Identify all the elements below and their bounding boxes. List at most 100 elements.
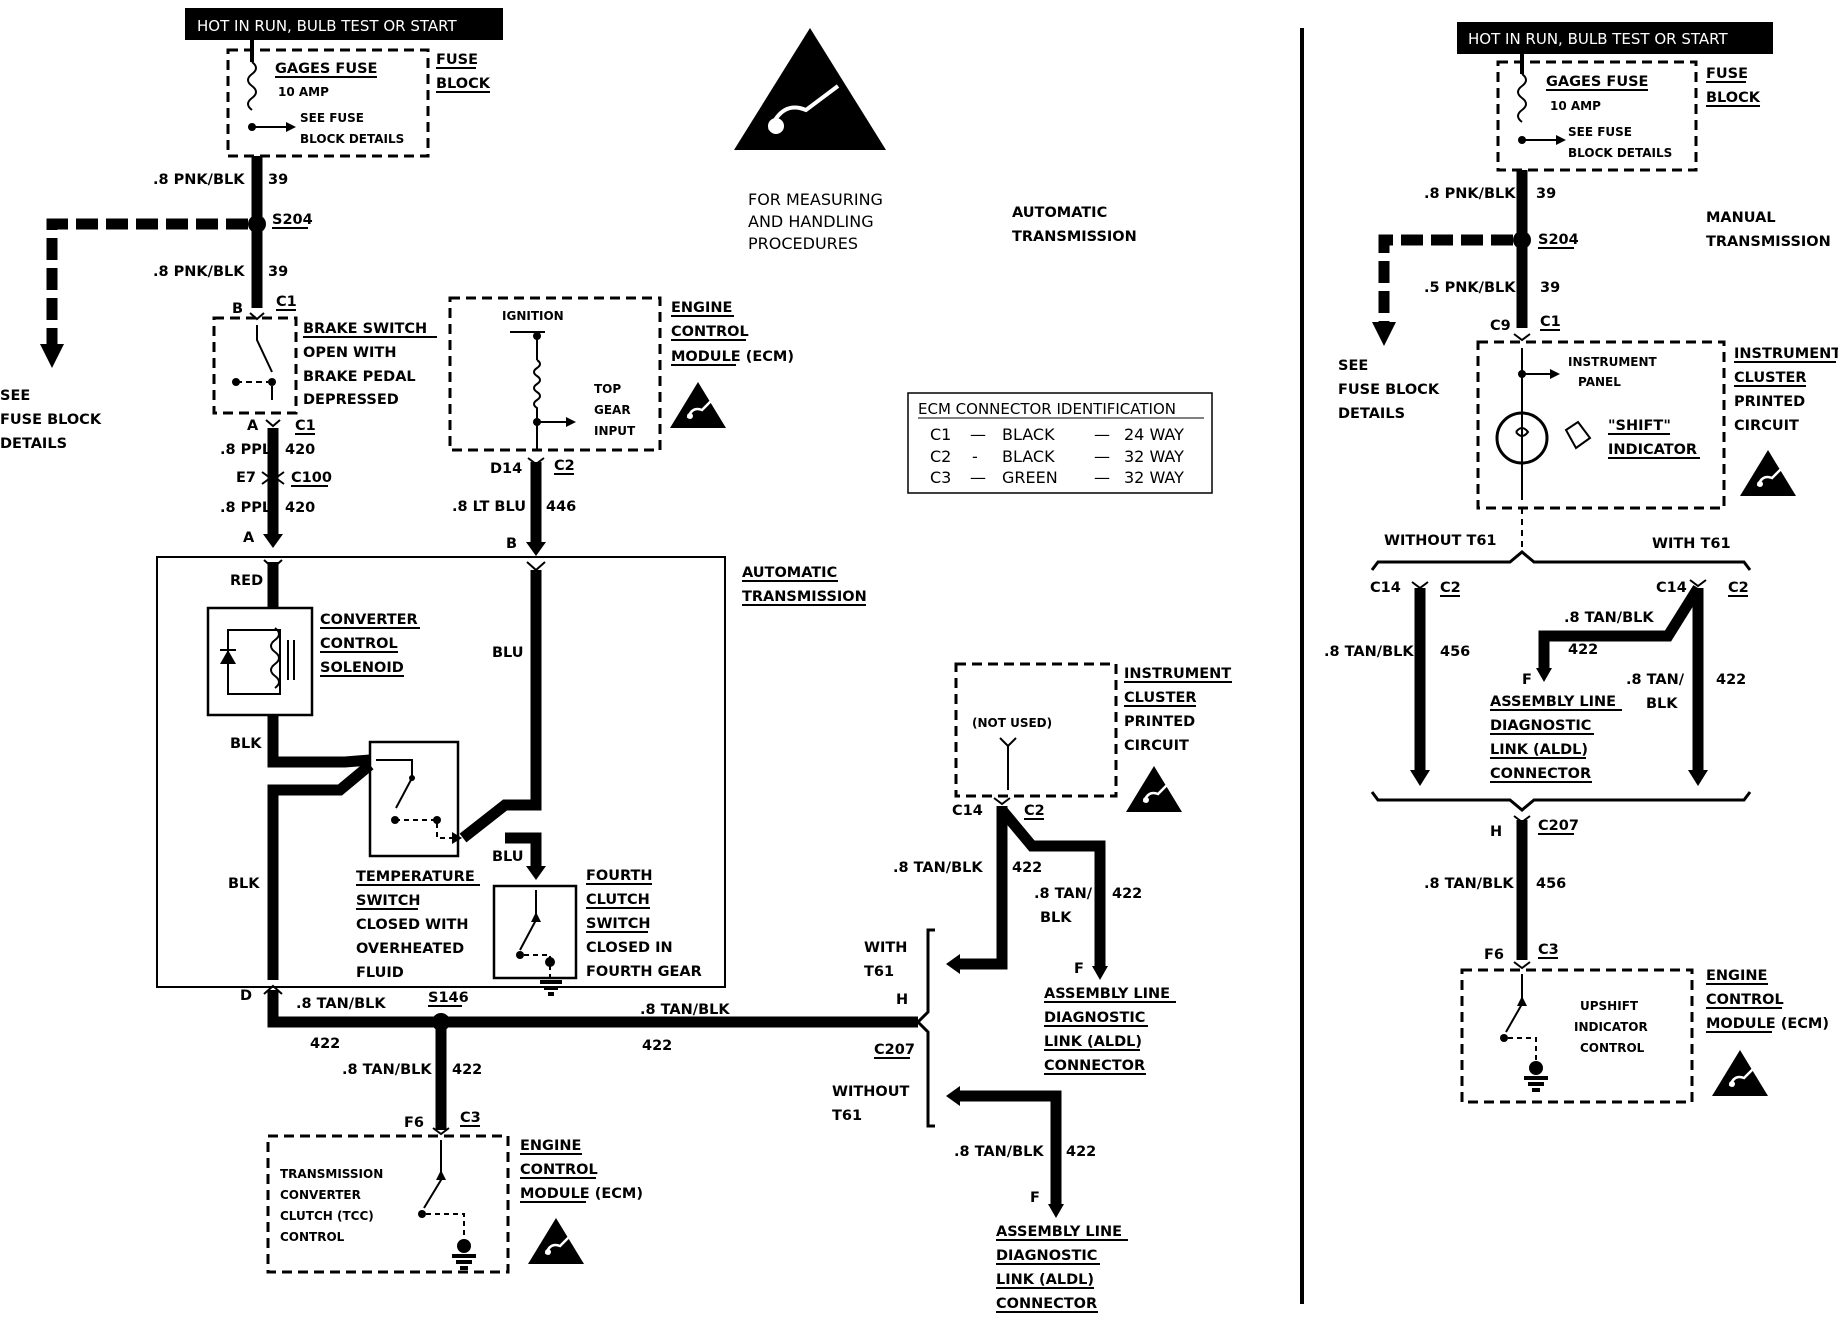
temp-switch-arm — [376, 759, 413, 809]
ecm-connector-table — [907, 392, 1213, 494]
with-t61-label-2: T61 — [864, 964, 894, 980]
ip-label-1: INSTRUMENT — [1568, 355, 1658, 369]
temp-label-2: SWITCH — [356, 893, 421, 909]
pin-e7-left: E7 — [236, 470, 256, 486]
ic-right-label-1: INSTRUMENT — [1734, 346, 1838, 362]
circuit-422-label-a: 422 — [310, 1036, 340, 1052]
brake-switch-label-1: BRAKE SWITCH — [303, 321, 427, 337]
svg-text:—: — — [970, 425, 986, 444]
aldl-b-label-4: CONNECTOR — [996, 1296, 1097, 1312]
svg-text:BLACK: BLACK — [1002, 425, 1055, 444]
fourth-label-2: CLUTCH — [586, 892, 650, 908]
converter-solenoid-box — [206, 606, 314, 717]
fuse-rating-left: 10 AMP — [278, 85, 329, 99]
ip-label-2: PANEL — [1578, 375, 1621, 389]
wire-blu-label-1: BLU — [492, 645, 524, 661]
ecm-top-gear: GEAR — [594, 403, 631, 417]
tcc-label-3: CLUTCH (TCC) — [280, 1209, 374, 1223]
wire-blu-label-2: BLU — [492, 849, 524, 865]
pin-f6-right: F6 — [1484, 947, 1504, 963]
fourth-label-1: FOURTH — [586, 868, 653, 884]
upshift-label-2: INDICATOR — [1574, 1020, 1648, 1034]
wire-pnk-label-left-2: .8 PNK/BLK — [153, 264, 245, 280]
see-fuse-right-3: DETAILS — [1338, 406, 1405, 422]
ecm-top-label-2: CONTROL — [671, 324, 749, 340]
circuit-422-label-c: 422 — [452, 1062, 482, 1078]
power-header-left — [185, 8, 503, 40]
svg-text:—: — — [1094, 468, 1110, 487]
svg-text:32 WAY: 32 WAY — [1124, 468, 1184, 487]
aldl-a-label-4: CONNECTOR — [1044, 1058, 1145, 1074]
ecm-top-label-3: MODULE (ECM) — [671, 349, 794, 365]
svg-text:GREEN: GREEN — [1002, 468, 1058, 487]
fuse-block-box-left — [226, 48, 430, 158]
svg-text:C3: C3 — [930, 468, 951, 487]
esd-warning-icon — [1710, 1048, 1770, 1098]
temp-label-3: CLOSED WITH — [356, 917, 469, 933]
ecm-right-label-2: CONTROL — [1706, 992, 1784, 1008]
ground-icon — [452, 1254, 476, 1270]
brake-switch-arm — [256, 325, 273, 373]
ecm-top-input: INPUT — [594, 424, 636, 438]
solenoid-core — [287, 640, 295, 680]
ecm-right-label-3: MODULE (ECM) — [1706, 1016, 1829, 1032]
svg-text:-: - — [972, 447, 978, 466]
conn-c3-right: C3 — [1538, 942, 1559, 958]
conn-c3-right-symbol — [1513, 961, 1531, 970]
fourth-label-3: SWITCH — [586, 916, 651, 932]
wire-tan-right-1: .8 TAN/BLK — [1324, 644, 1414, 660]
circuit-456-right-b: 456 — [1536, 876, 1566, 892]
wire-to-see-fuse-right — [1378, 234, 1513, 330]
wire-pnk-label-left-1: .8 PNK/BLK — [153, 172, 245, 188]
wire-red-label: RED — [230, 573, 263, 589]
without-t61-label-1: WITHOUT — [832, 1084, 910, 1100]
wire-blk-label-1: BLK — [230, 736, 262, 752]
pin-f2-left: F — [1030, 1190, 1040, 1206]
manual-title-1: MANUAL — [1706, 210, 1776, 226]
esd-warning-icon — [668, 380, 728, 430]
wire-tan-label-4: .8 TAN/BLK — [893, 860, 983, 876]
conn-c2-label-left-b: C2 — [1024, 803, 1045, 819]
fourth-label-4: CLOSED IN — [586, 940, 673, 956]
ccs-label-2: CONTROL — [320, 636, 398, 652]
conn-c100-symbol — [261, 471, 285, 485]
ic-right-label-2: CLUSTER — [1734, 370, 1807, 386]
esd-warning-icon — [1124, 764, 1184, 814]
ecm-top-label-1: ENGINE — [671, 300, 732, 316]
temperature-switch-box — [368, 740, 460, 858]
pin-c14-left: C14 — [952, 803, 983, 819]
pin-a-left: A — [247, 418, 259, 434]
conn-c207-right: C207 — [1538, 818, 1579, 834]
circuit-456-right-a: 456 — [1440, 644, 1470, 660]
conn-red-top — [263, 559, 283, 570]
wire-tan-right-3b: BLK — [1646, 696, 1678, 712]
ic-not-used-label: (NOT USED) — [972, 716, 1052, 730]
wire-to-see-fuse-left — [46, 218, 248, 350]
wire-blk-to-temp — [267, 715, 371, 768]
circuit-422-label-f: 422 — [1066, 1144, 1096, 1160]
ic-conn-c14 — [993, 797, 1011, 806]
wire-lt-blu-label: .8 LT BLU — [452, 499, 526, 515]
temp-label-5: FLUID — [356, 965, 404, 981]
manual-title-2: TRANSMISSION — [1706, 234, 1831, 250]
option-bracket-top — [1370, 550, 1752, 571]
ccs-label-1: CONVERTER — [320, 612, 418, 628]
ic-label-2: CLUSTER — [1124, 690, 1197, 706]
wire-tan-label-5a: .8 TAN/ — [1034, 886, 1093, 902]
wire-pnk-label-right-2: .5 PNK/BLK — [1424, 280, 1516, 296]
wire-tan-right-2: .8 TAN/BLK — [1564, 610, 1654, 626]
ground-icon — [1524, 1076, 1548, 1092]
pin-f6-left: F6 — [404, 1115, 424, 1131]
ic-right-label-3: PRINTED — [1734, 394, 1805, 410]
without-t61-right: WITHOUT T61 — [1384, 533, 1497, 549]
power-header-left-text: HOT IN RUN, BULB TEST OR START — [197, 17, 457, 35]
without-t61-label-2: T61 — [832, 1108, 862, 1124]
wire-tan-right-3a: .8 TAN/ — [1626, 672, 1685, 688]
conn-c2-right-b: C2 — [1728, 580, 1749, 596]
pin-d-left: D — [240, 988, 252, 1004]
ecm-table-title: ECM CONNECTOR IDENTIFICATION — [918, 400, 1176, 418]
circuit-39-label-left-a: 39 — [268, 172, 288, 188]
solenoid-diode — [220, 650, 236, 664]
see-fuse-left-1: SEE — [0, 388, 30, 404]
conn-c1-label-left-b: C1 — [295, 418, 316, 434]
